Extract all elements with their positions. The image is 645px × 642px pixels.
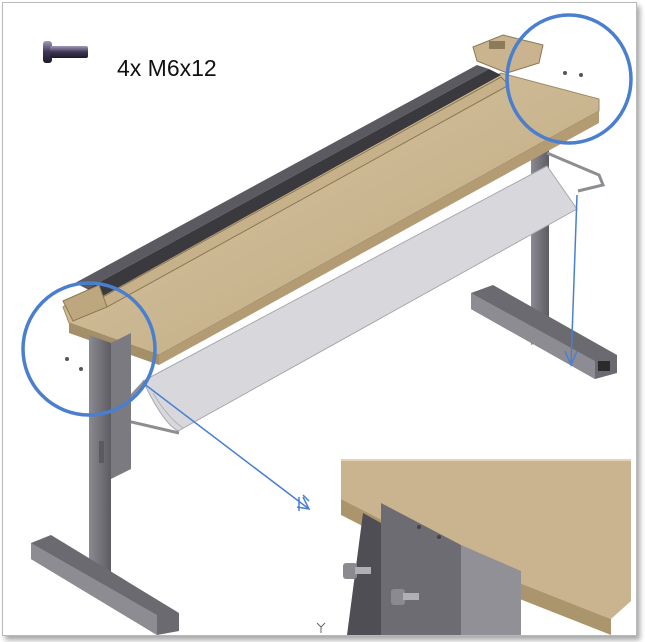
- screw-marks: [65, 71, 583, 371]
- cutting-rail: [62, 34, 544, 322]
- direction-arrow-right: [564, 194, 578, 367]
- callout-circle-left: [21, 281, 157, 417]
- screw-bolt-icon: [43, 41, 88, 63]
- callout-circle-right: [505, 13, 633, 145]
- direction-arrow-left: [142, 382, 311, 511]
- hardware-caption: 4x M6x12: [117, 55, 217, 81]
- assembly-illustration-frame: 4x M6x12: [2, 2, 637, 636]
- assembly-drawing: [21, 13, 633, 635]
- detail-inset: [341, 459, 631, 635]
- left-leg: [31, 333, 179, 635]
- table-top-board: [62, 72, 600, 365]
- detail-drawing: [341, 459, 631, 635]
